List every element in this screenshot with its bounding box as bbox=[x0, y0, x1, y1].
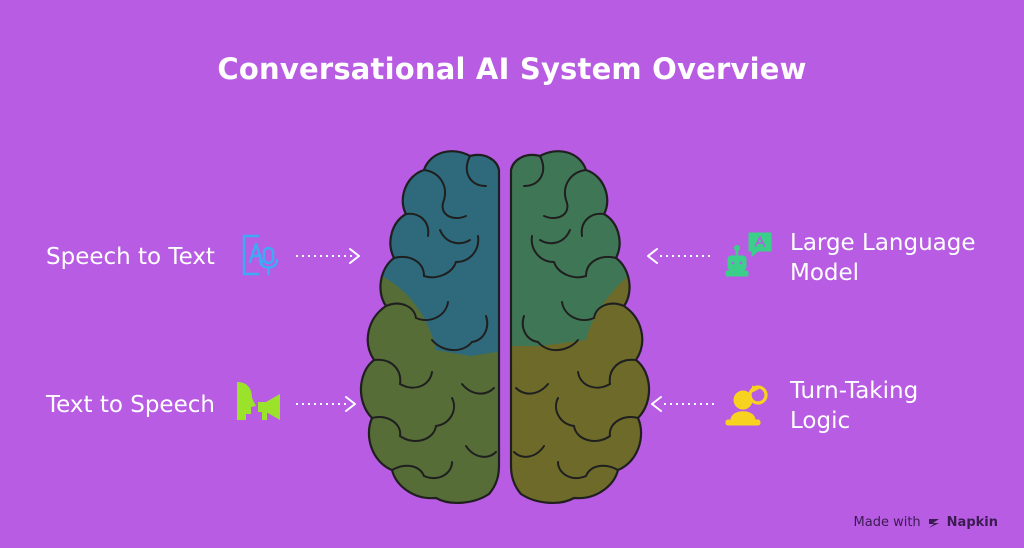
megaphone-icon bbox=[237, 382, 280, 420]
footer-made-with: Made with bbox=[853, 515, 921, 530]
brain-left-hemisphere bbox=[359, 150, 501, 504]
brain-right-hemisphere bbox=[509, 150, 651, 504]
footer-brand: Napkin bbox=[946, 515, 998, 530]
label-line: Large Language bbox=[790, 230, 976, 256]
turn-taking-icon bbox=[725, 385, 768, 426]
label-line: Logic bbox=[790, 408, 851, 434]
label-line: Text to Speech bbox=[46, 392, 215, 418]
label-line: Model bbox=[790, 260, 860, 286]
speech-to-text-icon bbox=[242, 234, 279, 276]
napkin-logo-icon bbox=[928, 518, 939, 528]
connector-tts bbox=[296, 396, 356, 412]
label-speech-to-text: Speech to Text bbox=[46, 242, 215, 272]
connector-turn bbox=[651, 396, 714, 412]
label-text-to-speech: Text to Speech bbox=[46, 390, 215, 420]
robot-chat-icon bbox=[725, 232, 772, 277]
label-large-language-model: Large Language Model bbox=[790, 228, 976, 288]
connector-stt bbox=[296, 248, 360, 264]
diagram-title: Conversational AI System Overview bbox=[217, 52, 807, 86]
label-line: Speech to Text bbox=[46, 244, 215, 270]
footer-watermark: Made with Napkin bbox=[854, 515, 998, 530]
connector-llm bbox=[647, 248, 712, 264]
label-line: Turn-Taking bbox=[790, 378, 919, 404]
label-turn-taking-logic: Turn-Taking Logic bbox=[790, 376, 918, 436]
